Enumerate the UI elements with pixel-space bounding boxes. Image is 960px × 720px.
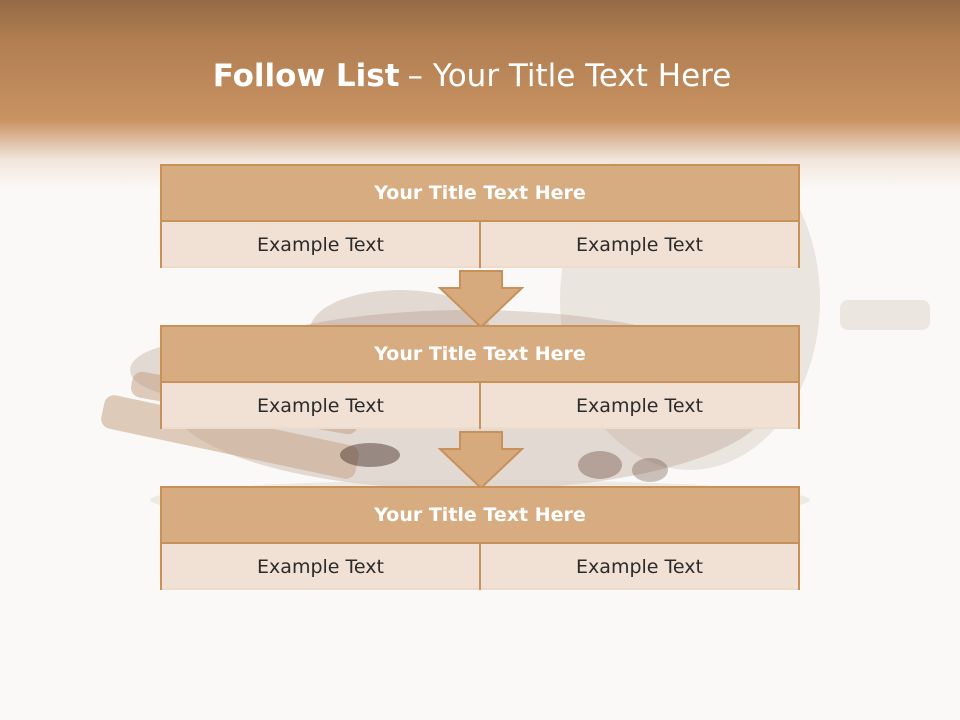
header-band	[0, 0, 960, 190]
step-cell-right: Example Text	[479, 222, 798, 268]
title-strong: Follow List	[212, 58, 400, 94]
down-arrow-icon	[438, 270, 524, 328]
step-box-2: Your Title Text Here Example Text Exampl…	[160, 325, 800, 429]
down-arrow-icon	[438, 431, 524, 489]
title-rest: – Your Title Text Here	[407, 58, 732, 94]
step-cell-right: Example Text	[479, 383, 798, 429]
step-cell-left: Example Text	[162, 544, 479, 590]
step-cell-left: Example Text	[162, 222, 479, 268]
step-row: Example Text Example Text	[162, 544, 798, 590]
step-title: Your Title Text Here	[162, 488, 798, 544]
step-title: Your Title Text Here	[162, 166, 798, 222]
step-cell-left: Example Text	[162, 383, 479, 429]
step-box-3: Your Title Text Here Example Text Exampl…	[160, 486, 800, 590]
step-box-1: Your Title Text Here Example Text Exampl…	[160, 164, 800, 268]
step-title: Your Title Text Here	[162, 327, 798, 383]
step-row: Example Text Example Text	[162, 222, 798, 268]
step-row: Example Text Example Text	[162, 383, 798, 429]
slide-title: Follow List– Your Title Text Here	[0, 54, 944, 98]
step-cell-right: Example Text	[479, 544, 798, 590]
